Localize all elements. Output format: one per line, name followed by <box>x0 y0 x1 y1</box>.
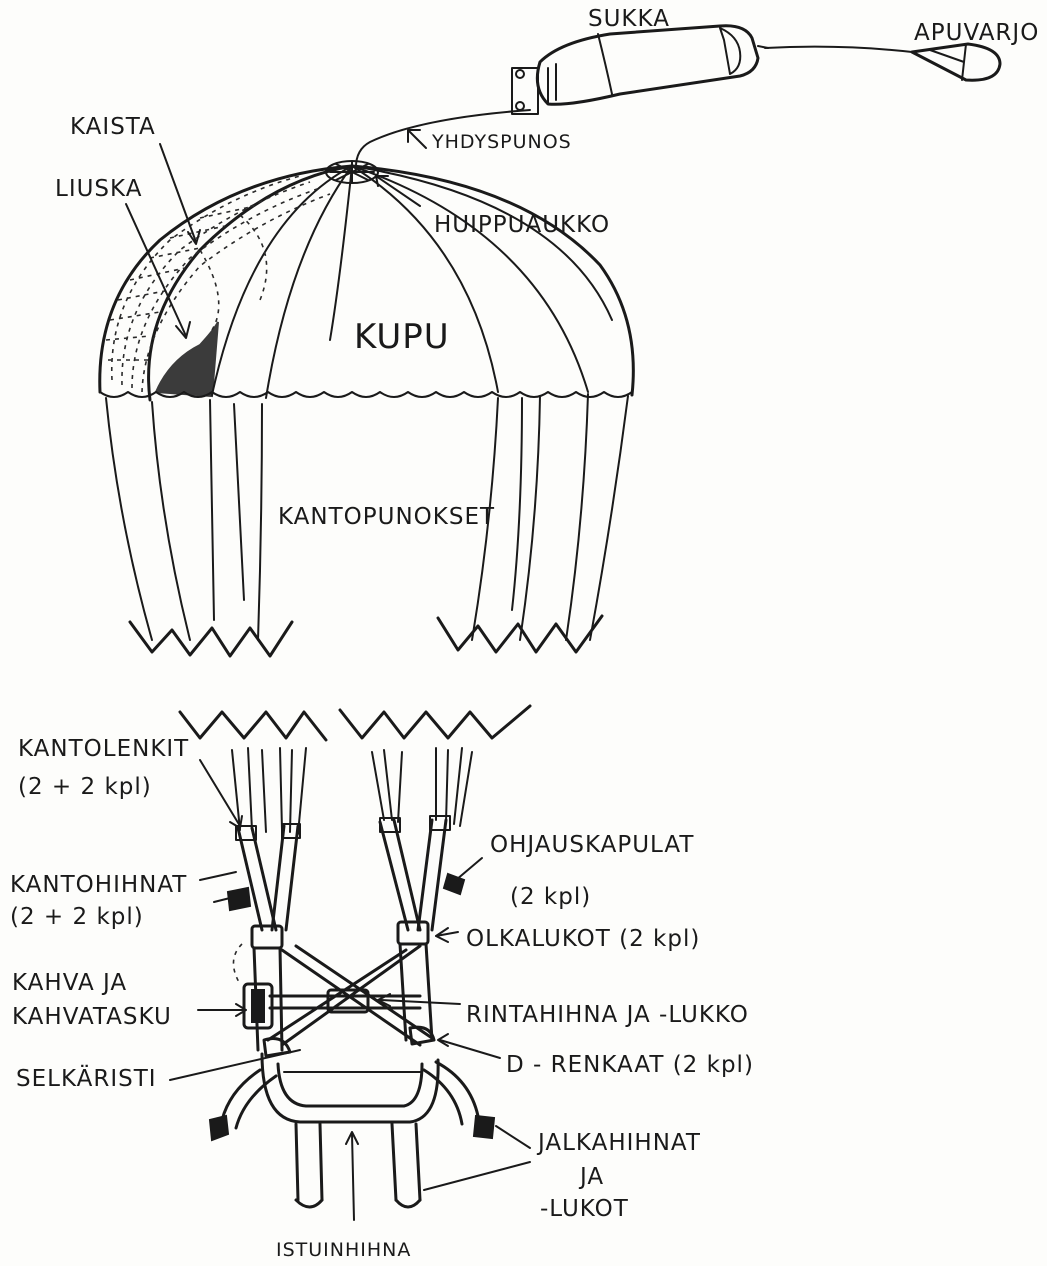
label-yhdyspunos: YHDYSPUNOS <box>431 131 572 153</box>
label-sukka: SUKKA <box>588 6 670 32</box>
label-olkalukot: OLKALUKOT (2 kpl) <box>466 926 700 952</box>
label-d-renkaat: D - RENKAAT (2 kpl) <box>506 1052 754 1078</box>
label-jalkahihnat: JALKAHIHNAT <box>536 1130 701 1156</box>
label-kantolenkit-count: (2 + 2 kpl) <box>18 774 152 800</box>
label-kantohihnat: KANTOHIHNAT <box>10 872 187 898</box>
label-kantohihnat-count: (2 + 2 kpl) <box>10 904 144 930</box>
label-selkaristi: SELKÄRISTI <box>16 1064 157 1092</box>
label-liuska: LIUSKA <box>55 176 142 202</box>
apuvarjo-pilot-chute <box>912 44 1000 80</box>
label-kupu: KUPU <box>354 317 450 357</box>
label-istuinhihna: ISTUINHIHNA <box>276 1239 411 1261</box>
sukka-deployment-bag <box>512 26 768 114</box>
yhdyspunos-arrow <box>408 130 426 148</box>
label-jalkahihnat-ja: JA <box>578 1164 604 1190</box>
label-kahva: KAHVA JA <box>12 970 127 996</box>
label-apuvarjo: APUVARJO <box>914 20 1039 46</box>
label-kaista: KAISTA <box>70 114 156 140</box>
break-lines <box>130 616 602 740</box>
label-ohjauskapulat-count: (2 kpl) <box>510 884 591 910</box>
label-rintahihna: RINTAHIHNA JA -LUKKO <box>466 1002 749 1028</box>
label-ohjauskapulat: OHJAUSKAPULAT <box>490 832 694 858</box>
leader-lines <box>126 144 530 1220</box>
label-kantopunokset: KANTOPUNOKSET <box>278 504 495 530</box>
label-huippuaukko: HUIPPUAUKKO <box>434 212 610 238</box>
label-kantolenkit: KANTOLENKIT <box>18 736 189 762</box>
label-kahvatasku: KAHVATASKU <box>12 1004 172 1030</box>
label-jalkahihnat-lukot: -LUKOT <box>540 1196 629 1222</box>
bridle-line <box>765 47 912 52</box>
